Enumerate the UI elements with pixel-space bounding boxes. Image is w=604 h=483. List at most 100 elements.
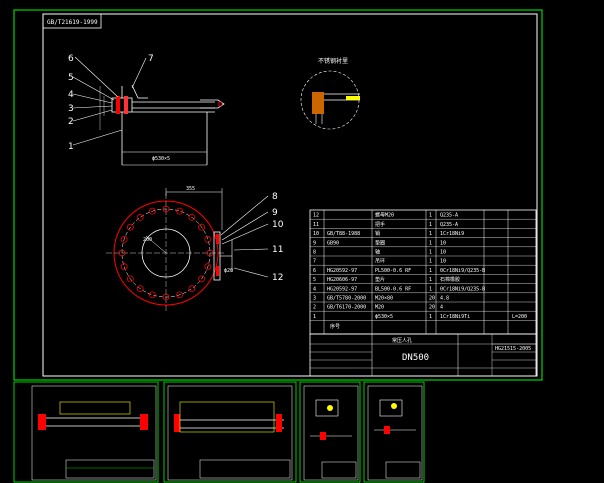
bom-cell: 1	[429, 222, 432, 228]
bolt-hole	[176, 291, 184, 299]
bom-cell: ϕ530×5	[375, 314, 393, 320]
bom-cell: HG20592-97	[327, 286, 357, 292]
bom-cell: 20	[429, 305, 435, 311]
bom-cell: 20	[429, 296, 435, 302]
balloon-5: 5	[68, 73, 74, 83]
bom-cell: GB/T6170-2000	[327, 305, 366, 311]
bom-cell: 8	[313, 250, 316, 256]
balloon-9: 9	[272, 208, 278, 218]
bom-cell: 3	[313, 296, 316, 302]
bolt-hole	[148, 291, 156, 299]
bom-footer-left: 序号	[330, 323, 340, 330]
dim-right: ϕ20	[224, 268, 233, 274]
detail-circle	[300, 70, 360, 130]
bom-cell: 1	[429, 240, 432, 246]
balloon-2: 2	[68, 117, 74, 127]
flange-bolt-holes	[118, 205, 214, 301]
bolt-hole	[162, 293, 170, 301]
bolt-hole	[206, 249, 214, 257]
bom-cell: 10	[440, 259, 446, 265]
bolt-hole	[204, 235, 212, 243]
bom-cell: 5	[313, 277, 316, 283]
bolt-hole	[126, 275, 134, 283]
bom-cell: Q235-A	[440, 222, 458, 228]
bom-cell: 10	[313, 231, 319, 237]
bom-cell: 1	[429, 259, 432, 265]
sub-sheet-c[interactable]	[299, 381, 361, 483]
main-sheet-inner-border	[42, 13, 538, 377]
bom-cell: GB/T88-1988	[327, 231, 360, 237]
detail-label: 不锈钢衬里	[318, 57, 348, 65]
bolt-hole	[188, 285, 196, 293]
bom-cell: 1Cr18Ni9Ti	[440, 314, 470, 320]
bom-cell: BL500-0.6 RF	[375, 286, 411, 292]
bom-cell: 7	[313, 259, 316, 265]
balloon-7: 7	[148, 54, 154, 64]
bom-cell: M20	[375, 305, 384, 311]
bolt-hole	[120, 263, 128, 271]
bom-cell: 石棉橡胶	[440, 276, 460, 283]
title-code: HG21515-2005	[495, 346, 531, 352]
bom-cell: 2	[313, 305, 316, 311]
bom-cell: HG20606-97	[327, 277, 357, 283]
bolt-hole	[136, 285, 144, 293]
bom-cell: PL500-0.6 RF	[375, 268, 411, 274]
title-block: DN500 常压人孔 HG21515-2005	[309, 333, 537, 377]
bom-cell: 10	[440, 240, 446, 246]
bom-cell: 10	[440, 250, 446, 256]
bom-cell: 垫圈	[375, 239, 385, 246]
bolt-hole	[162, 205, 170, 213]
bolt-hole	[148, 207, 156, 215]
top-view-leaders	[72, 56, 147, 146]
bolt-hole	[126, 223, 134, 231]
balloon-4: 4	[68, 90, 74, 100]
dim-200: 200	[143, 237, 152, 243]
bom-cell: 1	[429, 286, 432, 292]
bom-cell: 把手	[375, 221, 385, 228]
flange-plan-view: 200 ϕ20 355	[106, 186, 233, 313]
bom-cell: 1	[313, 314, 316, 320]
bom-cell: 9	[313, 240, 316, 246]
title-dn: DN500	[402, 353, 429, 363]
bom-cell: 4	[440, 305, 443, 311]
bom-cell: 1	[429, 314, 432, 320]
bom-cell: 吊环	[375, 259, 385, 265]
bolt-hole	[120, 235, 128, 243]
bolt-hole	[198, 223, 206, 231]
bottom-view-leaders	[220, 195, 269, 278]
bom-cell: 1	[429, 268, 432, 274]
bolt-hole	[136, 213, 144, 221]
bom-cell: GB/T5780-2000	[327, 296, 366, 302]
bom-cell: HG20592-97	[327, 268, 357, 274]
bom-cell: 1Cr18Ni9	[440, 231, 464, 237]
manhole-side-view: ϕ530×5	[99, 84, 225, 166]
dim-355: 355	[186, 186, 195, 192]
bom-cell: 4	[313, 286, 316, 292]
bom-cell: 0Cr18Ni9/Q235-B	[440, 286, 485, 292]
title-sub: 常压人孔	[392, 337, 412, 344]
bom-cell: 4.8	[440, 296, 449, 302]
dim-top-width: ϕ530×5	[152, 156, 170, 162]
main-sheet-outer-border	[13, 9, 543, 381]
sub-sheet-d[interactable]	[363, 381, 425, 483]
bom-cell: 0Cr18Ni9/Q235-B	[440, 268, 485, 274]
bom-cell: 轴	[375, 249, 380, 256]
bolt-hole	[118, 249, 126, 257]
bolt-hole	[176, 207, 184, 215]
bom-cell: 垫片	[375, 276, 385, 283]
bom-cell: M20×80	[375, 296, 393, 302]
bom-cell: 12	[313, 213, 319, 219]
bom-cell: 销	[375, 230, 380, 237]
balloon-3: 3	[68, 104, 74, 114]
balloon-6: 6	[68, 54, 74, 64]
sub-sheet-b[interactable]	[163, 381, 297, 483]
bom-cell: 1	[429, 277, 432, 283]
bom-cell: GB90	[327, 240, 339, 246]
bom-cell: 1	[429, 213, 432, 219]
balloon-8: 8	[272, 192, 278, 202]
sub-sheet-a[interactable]	[13, 381, 159, 483]
bolt-hole	[198, 275, 206, 283]
balloon-11: 11	[272, 245, 283, 255]
bolt-hole	[204, 263, 212, 271]
